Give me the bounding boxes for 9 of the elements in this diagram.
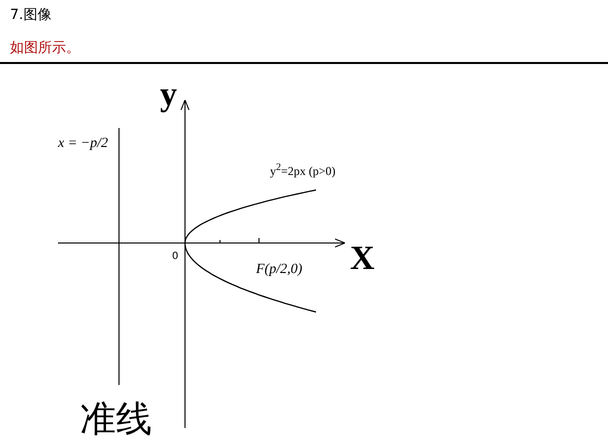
section-heading: 7.图像 bbox=[10, 6, 52, 24]
curve-equation: y$^{2}$=2px (p>0) bbox=[270, 162, 336, 179]
focus-label: F(p/2,0) bbox=[256, 262, 302, 278]
axis-label: X bbox=[350, 240, 375, 278]
note-text: 如图所示。 bbox=[10, 39, 80, 57]
origin-label: 0 bbox=[172, 251, 178, 262]
directrix-equation: x = −p/2 bbox=[58, 136, 108, 152]
directrix-label: 准线 bbox=[80, 398, 152, 442]
axis-label: y bbox=[160, 76, 177, 114]
